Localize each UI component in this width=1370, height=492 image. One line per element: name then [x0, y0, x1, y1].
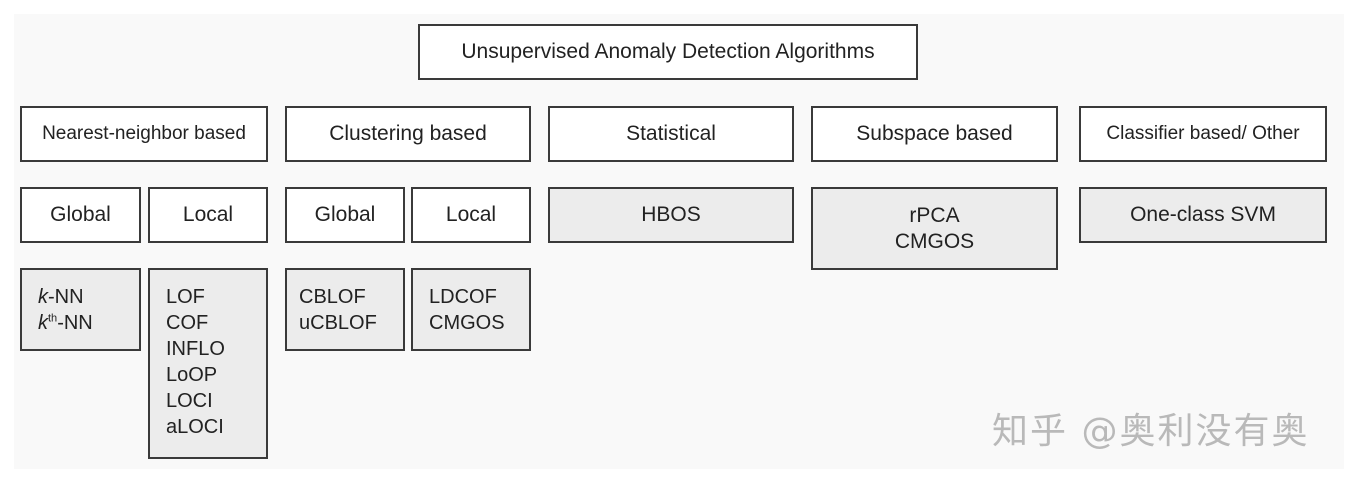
algorithms-nn-local: LOF COF INFLO LoOP LOCI aLOCI	[148, 268, 268, 459]
algorithm-cmgos: CMGOS	[894, 229, 975, 253]
algorithm-rpca: rPCA	[909, 203, 960, 227]
algorithm-cof: COF	[166, 312, 209, 334]
algorithm-cmgos: CMGOS	[429, 312, 505, 334]
algorithms-clustering-local: LDCOF CMGOS	[411, 268, 531, 351]
subcategory-label: Global	[50, 203, 111, 226]
subcategory-clustering-local: Local	[411, 187, 531, 243]
algorithm-lof: LOF	[166, 286, 205, 308]
algorithm-ucblof: uCBLOF	[299, 312, 377, 334]
category-nearest-neighbor: Nearest-neighbor based	[20, 106, 268, 162]
algorithm-inflo: INFLO	[166, 338, 225, 360]
category-label: Subspace based	[856, 122, 1013, 145]
root-label: Unsupervised Anomaly Detection Algorithm…	[461, 40, 875, 63]
subcategory-clustering-global: Global	[285, 187, 405, 243]
algorithm-list: rPCA CMGOS	[895, 203, 974, 255]
algorithms-clustering-global: CBLOF uCBLOF	[285, 268, 405, 351]
category-label: Nearest-neighbor based	[42, 123, 246, 144]
algorithm-hbos: HBOS	[641, 203, 701, 226]
category-label: Classifier based/ Other	[1106, 123, 1300, 144]
algorithm-cblof: CBLOF	[299, 286, 366, 308]
algorithm-knn: k-NN	[38, 286, 84, 308]
algorithms-nn-global: k-NN kth-NN	[20, 268, 141, 351]
category-statistical: Statistical	[548, 106, 794, 162]
category-clustering: Clustering based	[285, 106, 531, 162]
category-label: Statistical	[626, 122, 716, 145]
subcategory-nn-local: Local	[148, 187, 268, 243]
subcategory-label: Local	[182, 203, 234, 226]
category-classifier: Classifier based/ Other	[1079, 106, 1327, 162]
algorithms-subspace: rPCA CMGOS	[811, 187, 1058, 270]
algorithm-loop: LoOP	[166, 364, 218, 386]
algorithm-loci: LOCI	[166, 390, 213, 412]
algorithm-list: k-NN kth-NN	[38, 284, 93, 336]
subcategory-label: Local	[445, 203, 497, 226]
category-label: Clustering based	[329, 122, 487, 145]
subcategory-nn-global: Global	[20, 187, 141, 243]
algorithm-aloci: aLOCI	[166, 416, 224, 438]
algorithm-list: CBLOF uCBLOF	[299, 284, 377, 336]
category-subspace: Subspace based	[811, 106, 1058, 162]
algorithms-classifier: One-class SVM	[1079, 187, 1327, 243]
algorithm-ldcof: LDCOF	[429, 286, 497, 308]
algorithms-statistical: HBOS	[548, 187, 794, 243]
watermark: 知乎 @奥利没有奥	[992, 411, 1310, 452]
algorithm-list: LOF COF INFLO LoOP LOCI aLOCI	[166, 284, 225, 440]
root-node: Unsupervised Anomaly Detection Algorithm…	[418, 24, 918, 80]
subcategory-label: Global	[314, 203, 376, 226]
algorithm-kth-nn: kth-NN	[38, 312, 93, 334]
algorithm-one-class-svm: One-class SVM	[1130, 203, 1276, 226]
algorithm-list: LDCOF CMGOS	[429, 284, 505, 336]
